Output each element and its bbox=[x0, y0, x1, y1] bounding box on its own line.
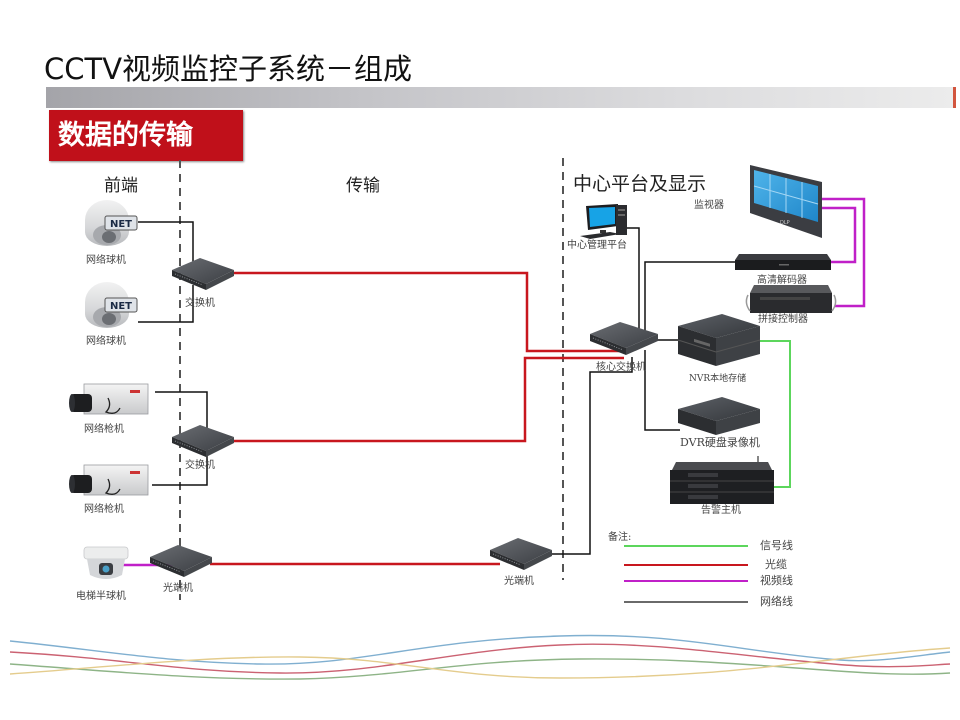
management-pc-label: 中心管理平台 bbox=[567, 238, 627, 251]
page-title: CCTV视频监控子系统－组成 bbox=[44, 52, 413, 86]
legend-label-2: 视频线 bbox=[760, 573, 793, 587]
switch-1-label: 交换机 bbox=[185, 296, 215, 309]
optical-transceiver-center-label: 光端机 bbox=[504, 574, 534, 587]
video-wall-brand: DLP bbox=[780, 220, 790, 226]
hd-decoder-icon[interactable] bbox=[735, 254, 831, 270]
network-line-pc-core bbox=[627, 227, 640, 332]
dome-camera-2-label: 网络球机 bbox=[86, 334, 126, 347]
box-camera-2-label: 网络枪机 bbox=[84, 502, 124, 515]
zone-label-front-end: 前端 bbox=[104, 176, 138, 196]
title-underline-bar bbox=[46, 87, 956, 108]
core-switch-icon[interactable] bbox=[590, 322, 658, 355]
alarm-host-icon[interactable] bbox=[670, 456, 774, 504]
box-camera-1-icon[interactable] bbox=[69, 383, 149, 415]
dome-camera-1-icon[interactable]: NET bbox=[85, 200, 138, 246]
dvr-icon[interactable] bbox=[678, 397, 760, 435]
fiber-line-switch1-core bbox=[233, 271, 624, 353]
legend-label-1: 光缆 bbox=[765, 557, 787, 571]
optical-transceiver-front-label: 光端机 bbox=[163, 581, 193, 594]
hd-decoder-label: 高清解码器 bbox=[757, 273, 807, 286]
elevator-dome-camera-icon[interactable] bbox=[83, 546, 129, 579]
switch-2-icon[interactable] bbox=[172, 425, 234, 457]
dvr-label: DVR硬盘录像机 bbox=[680, 435, 760, 449]
dome-camera-1-label: 网络球机 bbox=[86, 253, 126, 266]
network-line-core-decoder bbox=[644, 261, 737, 332]
zone-label-center: 中心平台及显示 bbox=[573, 173, 706, 195]
video-wall-label: 监视器 bbox=[694, 198, 724, 211]
box-camera-2-icon[interactable] bbox=[69, 464, 149, 496]
fiber-lines bbox=[210, 271, 624, 566]
switch-1-icon[interactable] bbox=[172, 258, 234, 290]
video-line-wall-decoder bbox=[822, 206, 857, 264]
nvr-icon[interactable] bbox=[677, 314, 761, 366]
net-badge-1: NET bbox=[110, 219, 132, 230]
network-line-dome1-switch1 bbox=[138, 221, 194, 270]
network-line-box1-switch2 bbox=[155, 391, 208, 432]
dome-camera-2-icon[interactable]: NET bbox=[85, 282, 138, 328]
network-line-core-dvr bbox=[644, 350, 680, 431]
legend-title: 备注: bbox=[608, 530, 631, 543]
zone-label-transmission: 传输 bbox=[346, 176, 380, 196]
network-line-box2-switch2 bbox=[152, 446, 208, 486]
video-wall-icon[interactable]: DLP bbox=[750, 165, 822, 238]
wave-blue bbox=[9, 634, 951, 665]
legend-label-3: 网络线 bbox=[760, 594, 793, 608]
section-badge: 数据的传输 bbox=[49, 110, 243, 161]
net-badge-2: NET bbox=[110, 301, 132, 312]
signal-line-nvr-alarm bbox=[758, 340, 791, 488]
decorative-waves bbox=[9, 634, 951, 680]
legend-label-0: 信号线 bbox=[760, 538, 793, 552]
splicing-controller-icon[interactable] bbox=[745, 285, 837, 313]
core-switch-label: 核心交换机 bbox=[596, 360, 646, 373]
alarm-host-label: 告警主机 bbox=[701, 503, 741, 516]
video-line-wall-controller bbox=[822, 197, 866, 308]
management-pc-icon[interactable] bbox=[580, 204, 627, 239]
fiber-line-switch2-core bbox=[232, 356, 624, 443]
box-camera-1-label: 网络枪机 bbox=[84, 422, 124, 435]
switch-2-label: 交换机 bbox=[185, 458, 215, 471]
wave-red bbox=[9, 643, 951, 674]
network-line-core-optical bbox=[552, 357, 633, 555]
splicing-controller-label: 拼接控制器 bbox=[758, 312, 808, 325]
elevator-dome-camera-label: 电梯半球机 bbox=[76, 589, 126, 602]
video-lines bbox=[122, 197, 866, 567]
wave-yellow bbox=[9, 647, 951, 679]
wave-green bbox=[9, 658, 951, 680]
optical-transceiver-front-icon[interactable] bbox=[150, 545, 212, 577]
title-bar-accent bbox=[953, 87, 956, 108]
network-lines bbox=[138, 221, 737, 555]
nvr-label: NVR本地存储 bbox=[689, 372, 746, 384]
optical-transceiver-center-icon[interactable] bbox=[490, 538, 552, 570]
network-line-dome2-switch1 bbox=[138, 285, 194, 323]
